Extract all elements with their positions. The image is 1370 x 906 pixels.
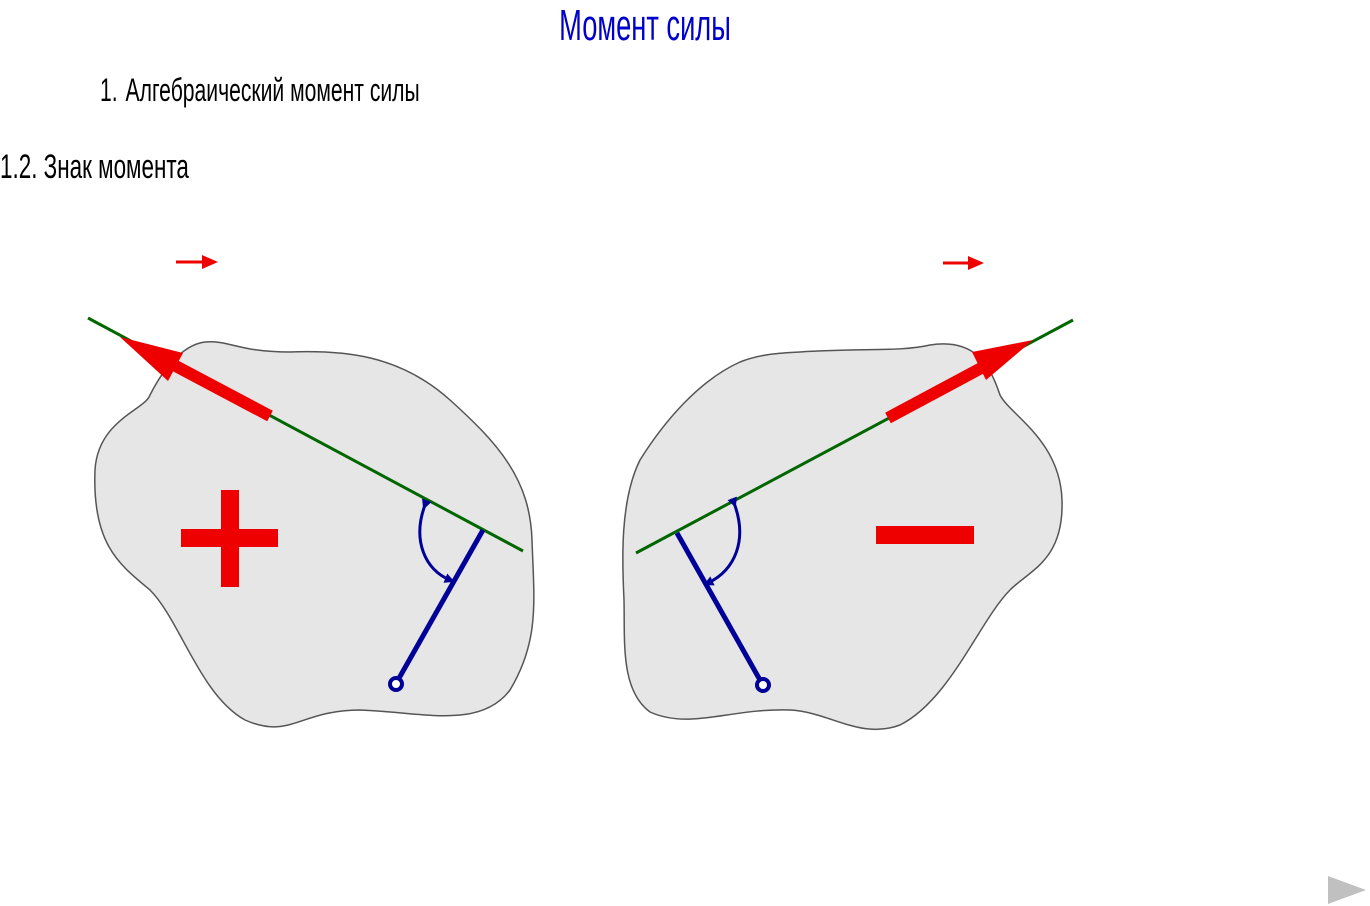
rotation-point-left bbox=[388, 676, 404, 692]
minus-sign-icon bbox=[876, 526, 974, 544]
rigid-body-right bbox=[622, 343, 1063, 731]
section-heading: 1.Алгебраический момент силы bbox=[100, 70, 420, 110]
right-angle-arc-left bbox=[418, 498, 455, 583]
moment-arm-right bbox=[674, 531, 763, 682]
figure-negative-moment bbox=[622, 256, 1074, 731]
subsection-heading: 1.2. Знак момента bbox=[0, 148, 189, 186]
plus-sign-icon bbox=[181, 490, 278, 587]
right-angle-arc-right bbox=[703, 496, 742, 586]
moment-arm-left bbox=[395, 528, 486, 682]
force-vector-right bbox=[885, 340, 1033, 424]
force-vector-label-arrow-right bbox=[943, 256, 984, 270]
section-number: 1. bbox=[100, 72, 118, 108]
rotation-point-right bbox=[755, 677, 771, 693]
force-vector-left bbox=[120, 337, 273, 422]
force-vector-label-arrow-left bbox=[176, 255, 218, 269]
rigid-body-left bbox=[94, 341, 535, 728]
section-label: Алгебраический момент силы bbox=[125, 72, 420, 108]
page-title: Момент силы bbox=[559, 1, 731, 50]
figure-positive-moment bbox=[87, 255, 535, 728]
play-triangle-icon[interactable] bbox=[1326, 874, 1368, 906]
